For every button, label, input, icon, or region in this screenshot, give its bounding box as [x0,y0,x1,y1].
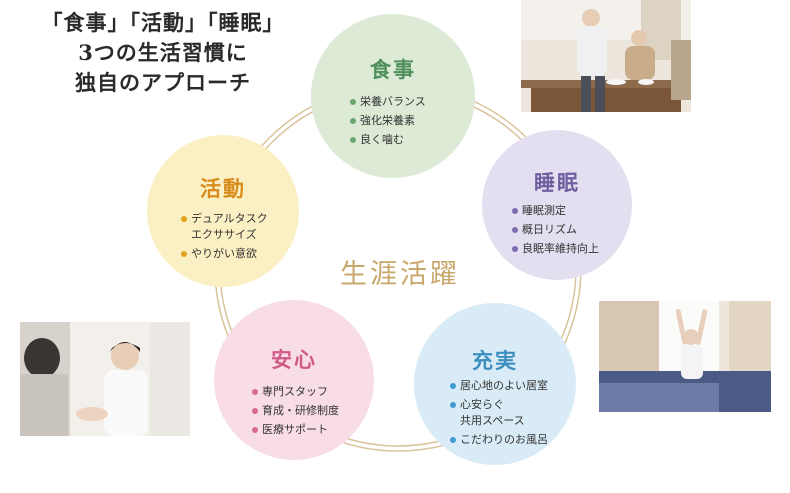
headline-line-1: 「食事」「活動」「睡眠」 [41,10,285,35]
list-item: デュアルタスクエクササイズ [181,211,268,243]
bullet-dot-icon [450,437,456,443]
safety-title: 安心 [271,347,317,372]
list-item: 強化栄養素 [350,113,426,129]
bullet-dot-icon [252,389,258,395]
activity-list: デュアルタスクエクササイズ やりがい意欲 [181,211,268,265]
sleep-circle: 睡眠 睡眠測定 概日リズム 良眠率維持向上 [482,130,632,280]
sleep-title: 睡眠 [534,170,580,195]
list-item: 概日リズム [512,222,599,238]
activity-title: 活動 [200,176,246,201]
caregiver-photo [20,322,190,436]
headline-line-2: 3つの生活習慣に [78,40,248,65]
bullet-dot-icon [350,137,356,143]
headline-line-3: 独自のアプローチ [75,70,251,95]
list-item: 心安らぐ共用スペース [450,397,548,429]
bullet-dot-icon [512,227,518,233]
list-item: 育成・研修制度 [252,403,339,419]
list-item: 睡眠測定 [512,203,599,219]
fulfillment-circle: 充実 居心地のよい居室 心安らぐ共用スペース こだわりのお風呂 [414,303,576,465]
list-item: 居心地のよい居室 [450,378,548,394]
list-item: やりがい意欲 [181,246,268,262]
bullet-dot-icon [252,408,258,414]
safety-circle: 安心 専門スタッフ 育成・研修制度 医療サポート [214,300,374,460]
bullet-dot-icon [252,427,258,433]
fulfillment-list: 居心地のよい居室 心安らぐ共用スペース こだわりのお風呂 [450,378,548,451]
bullet-dot-icon [350,99,356,105]
bullet-dot-icon [181,251,187,257]
bullet-dot-icon [450,402,456,408]
safety-list: 専門スタッフ 育成・研修制度 医療サポート [252,384,339,441]
headline: 「食事」「活動」「睡眠」 3つの生活習慣に 独自のアプローチ [18,8,308,98]
list-item: こだわりのお風呂 [450,432,548,448]
fulfillment-title: 充実 [472,348,518,373]
morning-stretch-photo [599,301,771,412]
food-list: 栄養バランス 強化栄養素 良く噛む [350,94,426,151]
list-item: 良眠率維持向上 [512,241,599,257]
bullet-dot-icon [181,216,187,222]
bullet-dot-icon [350,118,356,124]
sleep-list: 睡眠測定 概日リズム 良眠率維持向上 [512,203,599,260]
list-item: 栄養バランス [350,94,426,110]
list-item: 良く噛む [350,132,426,148]
list-item: 医療サポート [252,422,339,438]
center-label: 生涯活躍 [340,259,460,290]
dining-photo [521,0,691,112]
activity-circle: 活動 デュアルタスクエクササイズ やりがい意欲 [147,135,299,287]
bullet-dot-icon [512,246,518,252]
bullet-dot-icon [450,383,456,389]
food-title: 食事 [370,57,416,82]
bullet-dot-icon [512,208,518,214]
food-circle: 食事 栄養バランス 強化栄養素 良く噛む [311,14,475,178]
list-item: 専門スタッフ [252,384,339,400]
